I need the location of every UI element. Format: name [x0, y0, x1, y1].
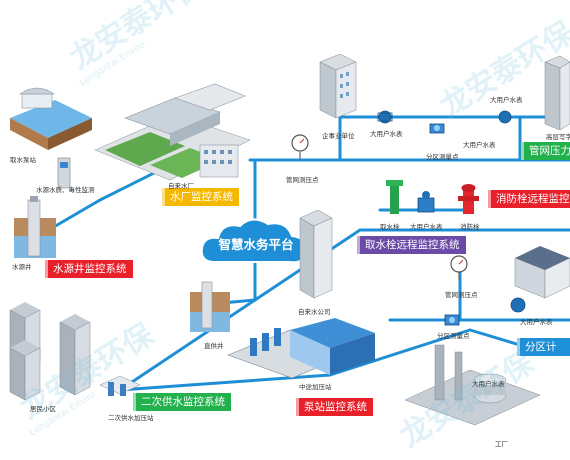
label-intake-hydrant: 取水栓 [380, 223, 400, 231]
label-big-meter-1: 大用户水表 [370, 130, 403, 138]
label-big-user-meter-center: 大用户水表 [410, 223, 443, 231]
label-direct-well: 直供井 [204, 342, 224, 350]
label-district-meter-2: 分区测量点 [437, 332, 470, 340]
water-plant [94, 83, 251, 181]
label-water-company: 自来水公司 [298, 308, 331, 316]
pipe-left-lower [118, 298, 257, 392]
label-well: 水源井 [12, 263, 32, 271]
tag-pump-station: 泵站监控系统 [296, 398, 373, 416]
label-booster-station: 中途加压站 [299, 383, 332, 391]
label-intake-station: 取水泵站 [10, 156, 36, 164]
office-tower [544, 55, 570, 131]
label-district-meter-1: 分区测量点 [426, 153, 459, 161]
flow-meter-2 [498, 110, 512, 124]
label-pressure-point-1: 管网测压点 [286, 176, 319, 184]
pressure-gauge-1 [291, 134, 309, 160]
intake-hydrant [386, 180, 403, 214]
secondary-supply-station [99, 375, 141, 396]
label-residential: 居民小区 [30, 405, 56, 413]
flow-meter-1 [377, 110, 393, 124]
tag-secondary-supply: 二次供水监控系统 [133, 393, 231, 411]
label-secondary-station: 二次供水加压站 [108, 414, 154, 422]
label-quality-monitor: 水源水质、毒性监测 [36, 186, 95, 194]
district-meter-top [429, 123, 445, 134]
label-water-plant: 自来水厂 [168, 182, 194, 190]
label-big-meter-2: 大用户水表 [490, 96, 523, 104]
platform-title: 智慧水务平台 [218, 237, 294, 252]
label-enterprise: 企事业单位 [322, 132, 355, 140]
pipe-station-right [328, 328, 472, 377]
tag-water-plant: 水厂监控系统 [162, 188, 239, 206]
tag-fire-hydrant: 消防栓远程监控 [488, 190, 570, 208]
pipe-factory [468, 328, 522, 347]
tag-district-metering: 分区计 [517, 338, 570, 356]
water-company-building [299, 209, 333, 299]
source-well [14, 196, 56, 258]
tag-well: 水源井监控系统 [45, 260, 133, 278]
label-pressure-point-2: 管网测压点 [445, 291, 478, 299]
label-big-meter-5: 大用户水表 [472, 380, 505, 388]
booster-pump-station [227, 318, 375, 379]
intake-station [10, 87, 92, 150]
label-big-meter-4: 大用户水表 [520, 318, 553, 326]
quality-monitor-cabinet [57, 157, 71, 189]
tag-hydrant-intake: 取水栓远程监控系统 [357, 236, 466, 254]
direct-supply-well [190, 281, 230, 332]
pressure-gauge-2 [450, 255, 468, 280]
label-high-rise: 高层写字 [546, 133, 570, 141]
fire-hydrant [458, 184, 479, 214]
label-big-meter-3: 大用户水表 [463, 141, 496, 149]
valve-meter-center [417, 191, 435, 213]
label-factory: 工厂 [495, 440, 508, 448]
pipe-bottom [118, 373, 332, 392]
enterprise-building [319, 53, 357, 119]
district-meter-lower [444, 314, 460, 326]
residential-complex-left [9, 302, 91, 401]
label-fire-hydrant: 消防栓 [460, 223, 480, 231]
residential-blocks-right [514, 246, 570, 299]
flow-meter-lower [510, 297, 526, 313]
tag-pressure: 管网压力 [521, 142, 570, 160]
factory-plant [404, 344, 541, 426]
